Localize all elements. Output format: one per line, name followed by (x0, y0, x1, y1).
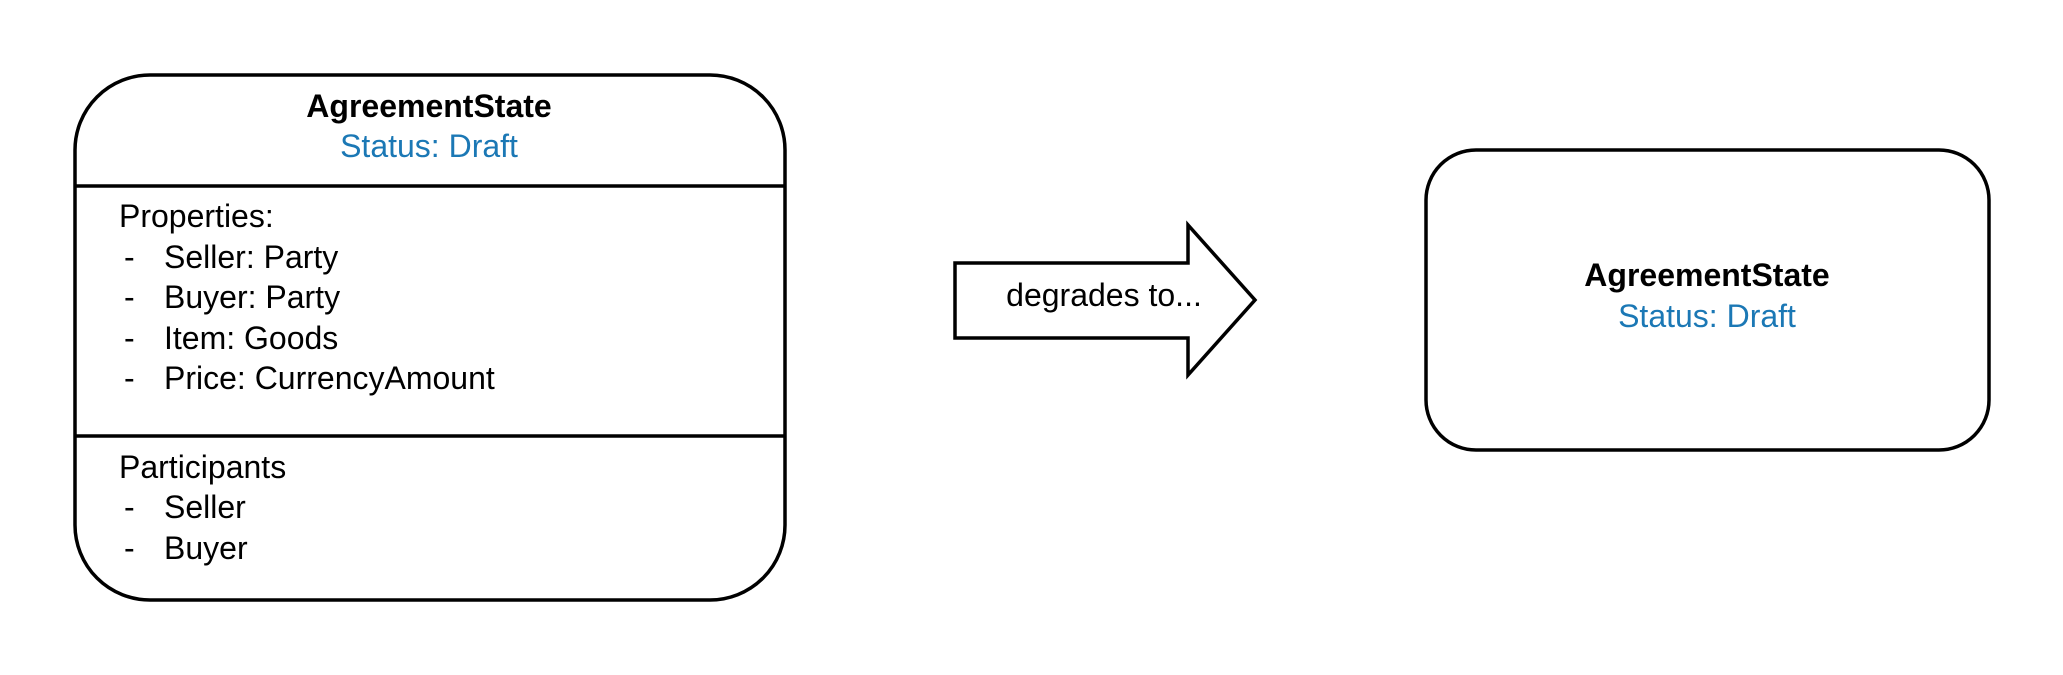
participant-item: Buyer (164, 530, 248, 566)
left-state-status: Status: Draft (340, 128, 518, 164)
right-state-status: Status: Draft (1618, 298, 1796, 334)
degrades-arrow: degrades to... (953, 220, 1258, 380)
properties-heading: Properties: (119, 198, 274, 234)
property-item: Buyer: Party (164, 279, 340, 315)
right-state-title: AgreementState (1584, 257, 1829, 293)
right-state-outline (1424, 148, 1991, 452)
property-item: Seller: Party (164, 239, 338, 275)
participants-heading: Participants (119, 449, 286, 485)
left-state-title: AgreementState (306, 88, 551, 124)
property-bullet: - (124, 320, 135, 356)
participant-item: Seller (164, 489, 246, 525)
arrow-shape (953, 220, 1258, 380)
property-bullet: - (124, 279, 135, 315)
property-bullet: - (124, 239, 135, 275)
participant-bullet: - (124, 530, 135, 566)
property-item: Price: CurrencyAmount (164, 360, 495, 396)
property-bullet: - (124, 360, 135, 396)
right-state-box: AgreementState Status: Draft (1424, 148, 1991, 452)
arrow-label: degrades to... (1006, 277, 1202, 313)
property-item: Item: Goods (164, 320, 338, 356)
left-state-outline (73, 73, 787, 602)
left-state-box: AgreementState Status: Draft Properties:… (73, 73, 787, 602)
participant-bullet: - (124, 489, 135, 525)
